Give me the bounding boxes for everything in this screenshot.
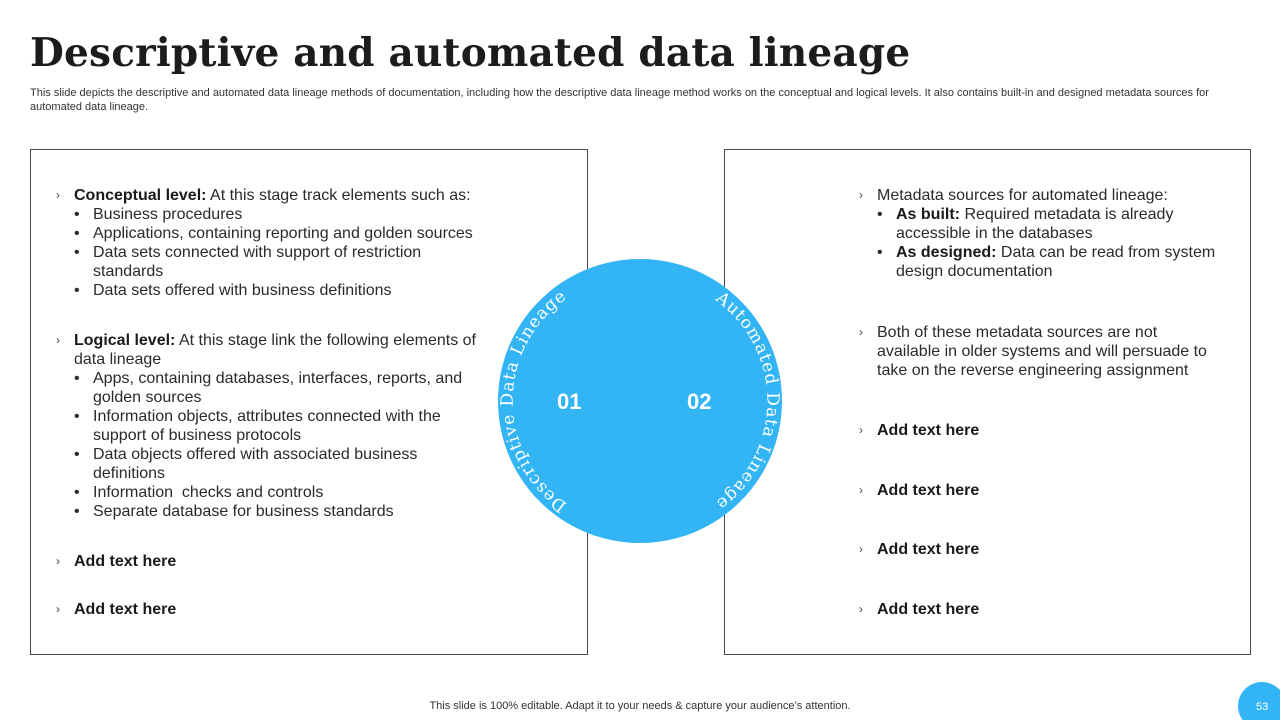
list-item: •Information checks and controls — [74, 484, 324, 501]
dot-icon: • — [74, 206, 80, 223]
page-title: Descriptive and automated data lineage — [30, 30, 911, 76]
logical-level-text: At this stage link the following element… — [74, 332, 476, 368]
step-number-02: 02 — [687, 389, 712, 414]
chevron-right-icon: › — [859, 423, 863, 437]
conceptual-items-list: •Business procedures •Applications, cont… — [74, 205, 482, 300]
automated-panel — [724, 149, 1251, 655]
metadata-items-list: •As built: Required metadata is already … — [877, 205, 1219, 281]
automated-lineage-label: Automated Data Lineage — [711, 287, 782, 514]
page-subtitle: This slide depicts the descriptive and a… — [30, 87, 1209, 113]
conceptual-level-label: Conceptual level: — [74, 187, 207, 204]
chevron-right-icon: › — [56, 333, 60, 347]
logical-level-bullet: › Logical level: At this stage link the … — [56, 331, 482, 521]
left-add-text-1[interactable]: › Add text here — [56, 553, 177, 570]
page-number-badge: 53 — [1238, 682, 1280, 720]
dot-icon: • — [74, 484, 80, 501]
dot-icon: • — [74, 503, 80, 520]
chevron-right-icon: › — [56, 602, 60, 616]
list-item: •Information objects, attributes connect… — [74, 408, 441, 444]
dot-icon: • — [74, 225, 80, 242]
left-add-text-2[interactable]: › Add text here — [56, 601, 177, 618]
lineage-circle: Descriptive Data Lineage Automated Data … — [498, 259, 782, 543]
list-item: •Data sets connected with support of res… — [74, 244, 422, 280]
metadata-sources-bullet: › Metadata sources for automated lineage… — [859, 186, 1219, 281]
dot-icon: • — [877, 244, 883, 261]
chevron-right-icon: › — [859, 483, 863, 497]
list-item: •Data sets offered with business definit… — [74, 282, 392, 299]
list-item: •Apps, containing databases, interfaces,… — [74, 370, 463, 406]
both-sources-bullet: › Both of these metadata sources are not… — [859, 324, 1207, 379]
list-item: •Data objects offered with associated bu… — [74, 446, 418, 482]
chevron-right-icon: › — [56, 554, 60, 568]
metadata-sources-text: Metadata sources for automated lineage: — [877, 187, 1168, 204]
dot-icon: • — [74, 244, 80, 261]
chevron-right-icon: › — [859, 325, 863, 339]
descriptive-panel — [30, 149, 588, 655]
right-add-text-4[interactable]: › Add text here — [859, 601, 980, 618]
right-add-text-3[interactable]: › Add text here — [859, 541, 980, 558]
chevron-right-icon: › — [859, 188, 863, 202]
logical-items-list: •Apps, containing databases, interfaces,… — [74, 369, 482, 521]
dot-icon: • — [74, 282, 80, 299]
chevron-right-icon: › — [56, 188, 60, 202]
circle-curved-labels: Descriptive Data Lineage Automated Data … — [498, 286, 782, 516]
footer-note: This slide is 100% editable. Adapt it to… — [429, 700, 851, 712]
list-item: •As built: Required metadata is already … — [877, 206, 1174, 242]
logical-level-label: Logical level: — [74, 332, 176, 349]
step-number-01: 01 — [557, 389, 582, 414]
list-item: •Business procedures — [74, 206, 243, 223]
list-item: •As designed: Data can be read from syst… — [877, 244, 1216, 280]
conceptual-level-bullet: › Conceptual level: At this stage track … — [56, 186, 482, 300]
right-add-text-1[interactable]: › Add text here — [859, 422, 980, 439]
dot-icon: • — [877, 206, 883, 223]
dot-icon: • — [74, 446, 80, 463]
list-item: •Applications, containing reporting and … — [74, 225, 473, 242]
dot-icon: • — [74, 408, 80, 425]
list-item: •Separate database for business standard… — [74, 503, 394, 520]
chevron-right-icon: › — [859, 602, 863, 616]
dot-icon: • — [74, 370, 80, 387]
chevron-right-icon: › — [859, 542, 863, 556]
right-add-text-2[interactable]: › Add text here — [859, 482, 980, 499]
conceptual-level-text: At this stage track elements such as: — [206, 187, 471, 204]
